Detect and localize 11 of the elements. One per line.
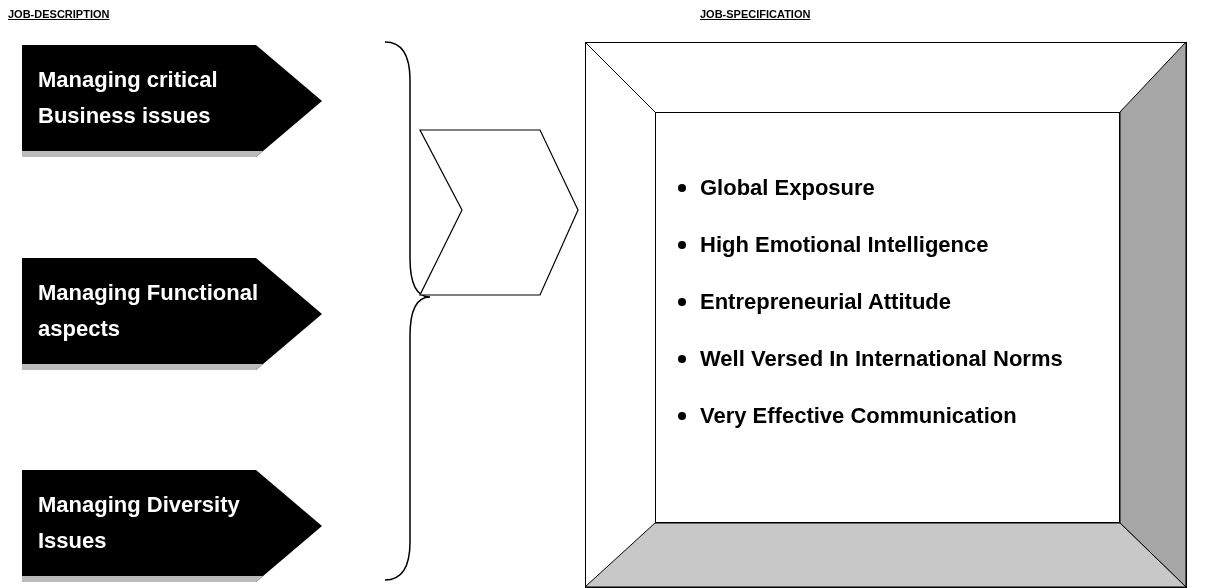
bullet-text: Well Versed In International Norms [700,345,1063,373]
chevron-arrow [419,129,579,296]
section-heading: JOB-SPECIFICATION [700,7,811,22]
bullet-text: Very Effective Communication [700,402,1017,430]
arrow-label: Managing Diversity Issues [38,491,241,555]
bullet-text: Entrepreneurial Attitude [700,288,951,316]
bullet-text: Global Exposure [700,174,875,202]
section-heading: JOB-DESCRIPTION [8,7,110,22]
arrow-label: Managing Functional aspects [38,279,259,343]
arrow-label: Managing critical Business issues [38,66,219,130]
bullet-text: High Emotional Intelligence [700,231,989,259]
